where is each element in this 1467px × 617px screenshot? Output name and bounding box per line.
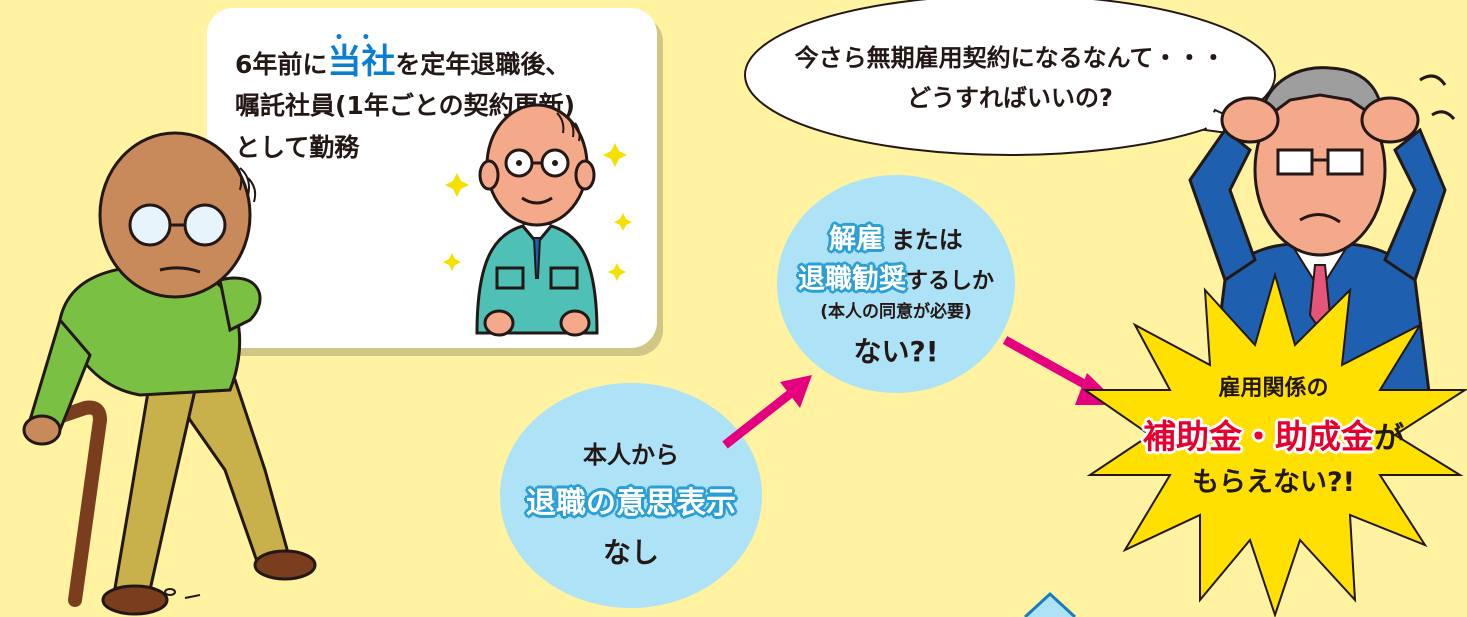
dismissal-circle: 解雇 または 退職勧奨するしか (本人の同意が必要) ない?! [777, 175, 1015, 393]
starburst-shape [1081, 271, 1467, 617]
elderly-man-illustration [22, 131, 317, 616]
circle-mid-line-3: (本人の同意が必要) [820, 302, 972, 322]
circle-left-line-1: 本人から [583, 441, 679, 469]
description-line-3: として勤務 [235, 133, 360, 162]
description-text: 6年前に [235, 50, 328, 79]
emphasis-dots: •• [334, 30, 389, 46]
speech-bubble: 今さら無期雇用契約になるなんて・・・ どうすればいいの? [740, 10, 1280, 160]
highlight-company: ••当社 [327, 30, 396, 82]
no-resignation-circle: 本人から 退職の意思表示 なし [500, 383, 762, 608]
or-text: または [890, 226, 963, 254]
star-line-2: 補助金・助成金が [1080, 410, 1467, 458]
speech-line-2: どうすればいいの? [907, 84, 1113, 112]
subsidy-warning: 雇用関係の 補助金・助成金が もらえない?! [1080, 270, 1467, 617]
description-text: を定年退職後、 [395, 50, 571, 79]
highlight-text: 当社 [327, 42, 396, 82]
particle-text: が [1374, 421, 1404, 456]
arrow-icon [722, 375, 812, 449]
circle-left-line-2: 退職の意思表示 [526, 486, 736, 521]
only-option-text: するしか [905, 269, 994, 294]
circle-mid-line-1: 解雇 または [777, 217, 1015, 256]
circle-mid-line-4: ない?! [853, 335, 939, 368]
description-box: 6年前に••当社を定年退職後、 嘱託社員(1年ごとの契約更新) として勤務 [207, 8, 657, 348]
dismissal-text: 解雇 [829, 224, 884, 255]
circle-left-line-3: なし [602, 536, 659, 569]
subsidy-text: 補助金・助成金 [1143, 417, 1374, 456]
speech-line-1: 今さら無期雇用契約になるなんて・・・ [794, 44, 1226, 72]
description-line-1: 6年前に••当社を定年退職後、 [235, 30, 571, 83]
employee-illustration [443, 103, 632, 337]
star-line-3: もらえない?! [1192, 467, 1355, 498]
sparkle-icon [443, 143, 632, 281]
circle-mid-line-2: 退職勧奨するしか [777, 257, 1015, 296]
retirement-recommendation-text: 退職勧奨 [797, 264, 906, 295]
partial-arrow-icon [1023, 591, 1077, 617]
star-line-1: 雇用関係の [1218, 376, 1329, 401]
